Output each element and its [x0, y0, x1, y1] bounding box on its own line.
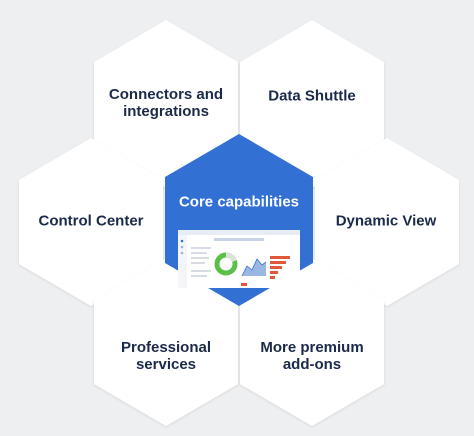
hex-dynamic-view: [315, 138, 459, 306]
tile-more-premium-addons-line-2: add-ons: [282, 356, 342, 373]
tile-control-center-line-1: Control Center: [38, 212, 144, 230]
tile-connectors-label: Connectors and integrations: [109, 86, 223, 120]
hex-control-center: [19, 138, 163, 306]
tile-control-center-label: Control Center: [39, 213, 144, 230]
core-capabilities-text: Core capabilities: [178, 193, 300, 211]
tile-more-premium-addons-label: More premium add-ons: [260, 339, 363, 373]
tile-professional-services-label: Professional services: [121, 339, 211, 373]
hex-more-premium-addons: [240, 258, 384, 426]
tile-data-shuttle-label: Data Shuttle: [268, 88, 356, 105]
dashboard-screenshot-icon: [178, 230, 300, 288]
tile-dynamic-view-line-1: Dynamic View: [335, 212, 437, 230]
tile-more-premium-addons-line-1: More premium: [260, 339, 364, 356]
hex-connectors: [94, 20, 238, 188]
tile-professional-services-line-2: services: [135, 356, 197, 373]
hex-professional-services: [94, 258, 238, 426]
tile-dynamic-view-label: Dynamic View: [336, 213, 437, 230]
core-capabilities-label: Core capabilities: [179, 194, 299, 211]
tile-professional-services-line-1: Professional: [120, 339, 212, 356]
tile-connectors-line-1: Connectors and: [108, 86, 224, 103]
tile-connectors-line-2: integrations: [123, 103, 209, 120]
tile-data-shuttle-line-1: Data Shuttle: [268, 87, 356, 105]
hex-data-shuttle: [240, 20, 384, 188]
